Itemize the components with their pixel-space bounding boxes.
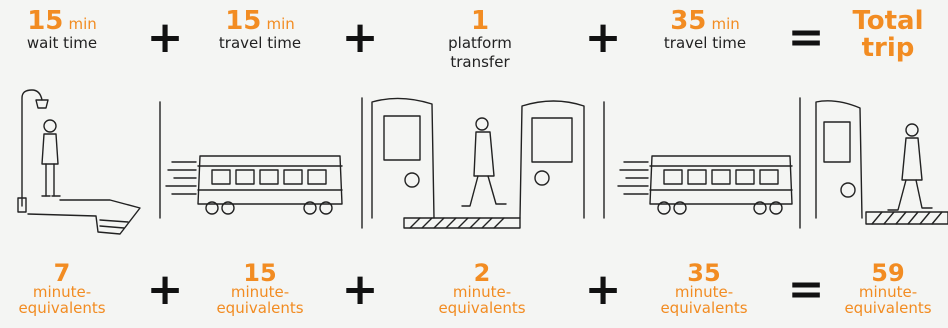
equiv-travel-2: 35 minute- equivalents (654, 262, 754, 316)
equals-operator: = (786, 268, 826, 312)
wait-time-label: 15 min wait time (10, 8, 114, 53)
equiv-transfer-desc-line1: minute- (432, 284, 532, 300)
person-arriving-icon (816, 101, 948, 224)
equiv-transfer: 2 minute- equivalents (432, 262, 532, 316)
equiv-total-value: 59 (838, 262, 938, 284)
equiv-travel-1-value: 15 (210, 262, 310, 284)
travel-time-1-label: 15 min travel time (208, 8, 312, 53)
travel-time-1-unit: min (266, 15, 294, 33)
wait-time-desc: wait time (10, 34, 114, 53)
wait-time-unit: min (68, 15, 96, 33)
plus-operator: + (583, 16, 623, 60)
platform-transfer-value: 1 (471, 6, 489, 36)
equiv-travel-2-value: 35 (654, 262, 754, 284)
travel-time-1-value: 15 (225, 6, 261, 36)
platform-transfer-desc-line1: platform (428, 34, 532, 53)
travel-time-2-value: 35 (670, 6, 706, 36)
plus-operator: + (145, 16, 185, 60)
equiv-transfer-desc-line2: equivalents (432, 300, 532, 316)
equiv-total: 59 minute- equivalents (838, 262, 938, 316)
plus-operator: + (340, 16, 380, 60)
plus-operator: + (145, 268, 185, 312)
equiv-total-desc-line2: equivalents (838, 300, 938, 316)
moving-train-icon (166, 156, 342, 214)
equiv-wait-value: 7 (12, 262, 112, 284)
total-trip-line1: Total (836, 8, 940, 35)
equiv-travel-2-desc-line2: equivalents (654, 300, 754, 316)
moving-train-icon (618, 156, 792, 214)
platform-transfer-desc-line2: transfer (428, 53, 532, 72)
total-trip-label: Total trip (836, 8, 940, 62)
travel-time-2-unit: min (711, 15, 739, 33)
equiv-transfer-value: 2 (432, 262, 532, 284)
equals-operator: = (786, 16, 826, 60)
equiv-wait-desc-line1: minute- (12, 284, 112, 300)
equiv-wait-desc-line2: equivalents (12, 300, 112, 316)
platform-transfer-label: 1 platform transfer (428, 8, 532, 72)
equiv-travel-1: 15 minute- equivalents (210, 262, 310, 316)
person-waiting-icon (18, 90, 140, 234)
plus-operator: + (583, 268, 623, 312)
platform-transfer-icon (372, 98, 584, 228)
equiv-total-desc-line1: minute- (838, 284, 938, 300)
equiv-wait: 7 minute- equivalents (12, 262, 112, 316)
travel-time-2-label: 35 min travel time (650, 8, 760, 53)
equiv-travel-1-desc-line2: equivalents (210, 300, 310, 316)
total-trip-line2: trip (836, 35, 940, 62)
journey-illustration (0, 88, 948, 248)
equiv-travel-1-desc-line1: minute- (210, 284, 310, 300)
travel-time-2-desc: travel time (650, 34, 760, 53)
travel-time-1-desc: travel time (208, 34, 312, 53)
plus-operator: + (340, 268, 380, 312)
equiv-travel-2-desc-line1: minute- (654, 284, 754, 300)
wait-time-value: 15 (27, 6, 63, 36)
